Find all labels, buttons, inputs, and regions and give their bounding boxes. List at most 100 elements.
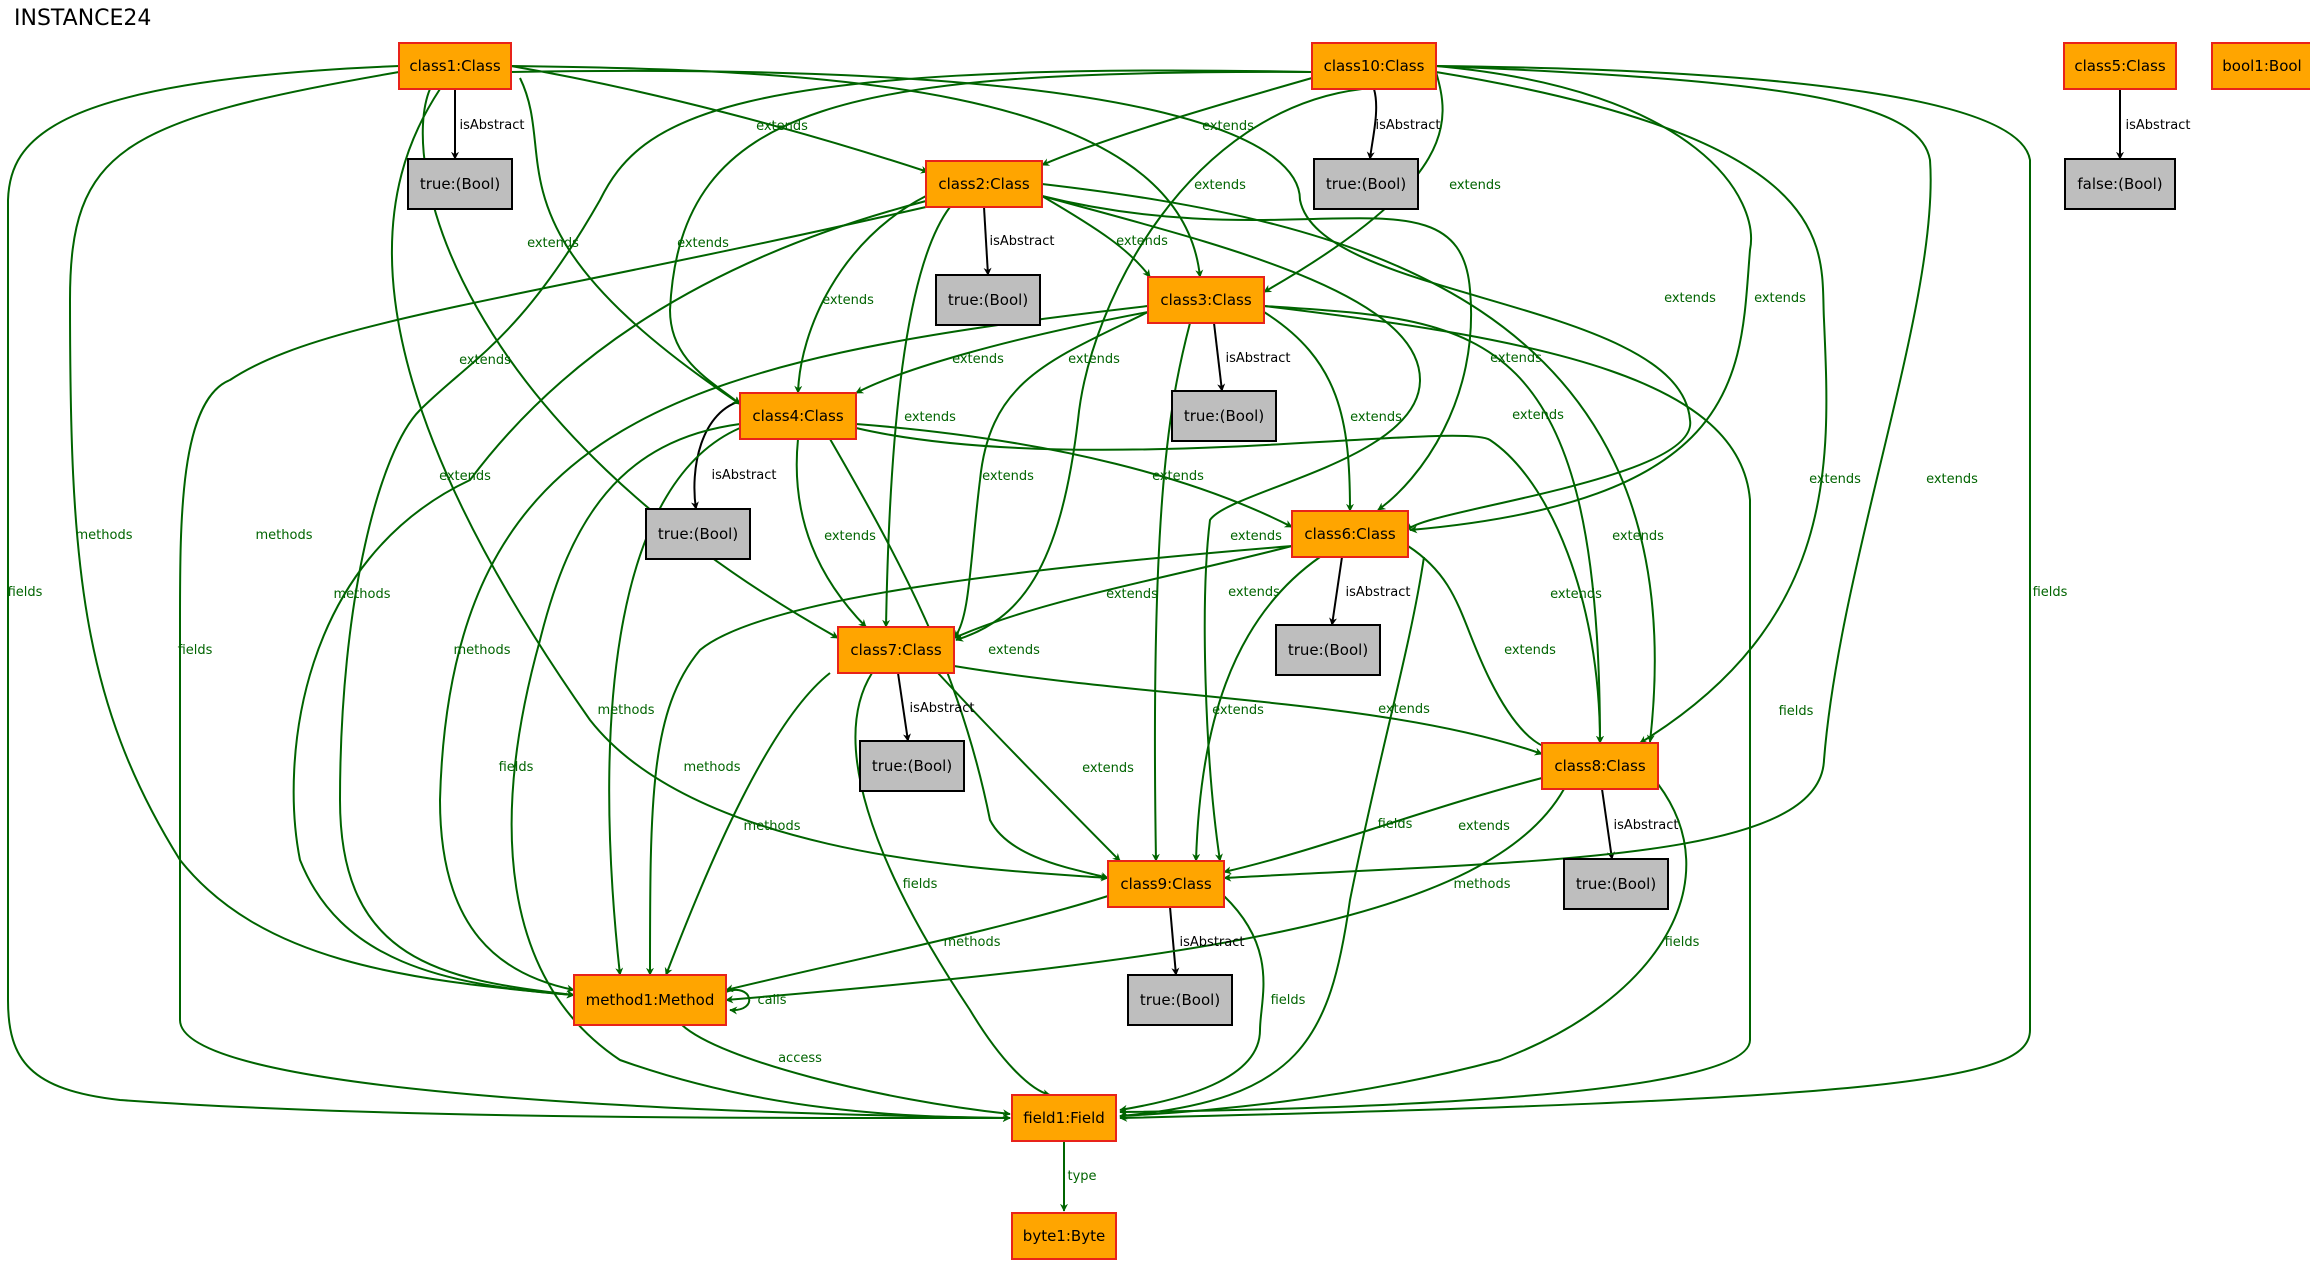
node-label-t7: true:(Bool): [872, 757, 952, 775]
edge-class7-extends-class9: [937, 672, 1121, 862]
node-t9[interactable]: true:(Bool): [1127, 974, 1233, 1026]
edge-label-extends: extends: [1449, 178, 1501, 193]
node-box-t10: [1313, 158, 1419, 210]
edge-class10-methods-method1: [338, 69, 1313, 999]
edge-label-extends: extends: [1194, 178, 1246, 193]
node-byte1[interactable]: byte1:Byte: [1011, 1212, 1117, 1260]
edge-label-isAbstract: isAbstract: [1346, 585, 1411, 600]
node-label-class4: class4:Class: [752, 407, 843, 425]
edge-class2-extends-class8: [1041, 183, 1656, 743]
node-t10[interactable]: true:(Bool): [1313, 158, 1419, 210]
node-class10[interactable]: class10:Class: [1311, 42, 1437, 90]
node-t7[interactable]: true:(Bool): [859, 740, 965, 792]
node-box-class6: [1291, 510, 1409, 558]
edge-label-extends: extends: [1754, 291, 1806, 306]
edge-class1-methods-method1: [68, 71, 575, 999]
node-box-class1: [398, 42, 512, 90]
node-label-class10: class10:Class: [1324, 57, 1425, 75]
edge-label-fields: fields: [1665, 935, 1700, 950]
edge-label-isAbstract: isAbstract: [712, 468, 777, 483]
node-box-class9: [1107, 860, 1225, 908]
node-method1[interactable]: method1:Method: [573, 974, 727, 1026]
edge-label-methods: methods: [744, 819, 801, 834]
node-label-byte1: byte1:Byte: [1023, 1227, 1105, 1245]
edge-label-extends: extends: [1228, 585, 1280, 600]
node-box-class7: [837, 626, 955, 674]
node-box-byte1: [1011, 1212, 1117, 1260]
edge-label-fields: fields: [1779, 704, 1814, 719]
node-field1[interactable]: field1:Field: [1011, 1094, 1117, 1142]
edge-label-fields: fields: [2033, 585, 2068, 600]
edge-class10-extends-class9: [1223, 65, 1932, 882]
node-label-f5: false:(Bool): [2077, 175, 2162, 193]
node-class7[interactable]: class7:Class: [837, 626, 955, 674]
node-bool1[interactable]: bool1:Bool: [2211, 42, 2310, 90]
node-t2[interactable]: true:(Bool): [935, 274, 1041, 326]
node-t8[interactable]: true:(Bool): [1563, 858, 1669, 910]
node-box-field1: [1011, 1094, 1117, 1142]
node-t1[interactable]: true:(Bool): [407, 158, 513, 210]
edge-label-extends: extends: [952, 352, 1004, 367]
edge-label-access: access: [778, 1051, 822, 1066]
edge-class6-methods-method1: [646, 545, 1293, 976]
edge-label-extends: extends: [1202, 119, 1254, 134]
edge-label-extends: extends: [1550, 587, 1602, 602]
edge-class6-fields-field1: [1119, 556, 1425, 1120]
edge-label-extends: extends: [988, 643, 1040, 658]
node-label-t4: true:(Bool): [658, 525, 738, 543]
edge-class10-extends-class4: [668, 70, 1313, 405]
node-box-class5: [2063, 42, 2177, 90]
node-class3[interactable]: class3:Class: [1147, 276, 1265, 324]
edge-label-isAbstract: isAbstract: [1180, 935, 1245, 950]
node-label-bool1: bool1:Bool: [2222, 57, 2301, 75]
edge-class3-extends-class9: [1151, 322, 1191, 862]
node-label-t8: true:(Bool): [1576, 875, 1656, 893]
edge-label-extends: extends: [1809, 472, 1861, 487]
node-box-t7: [859, 740, 965, 792]
edge-class7-extends-class8: [953, 665, 1543, 756]
node-label-class5: class5:Class: [2074, 57, 2165, 75]
node-box-class8: [1541, 742, 1659, 790]
edge-label-extends: extends: [1490, 351, 1542, 366]
edge-class3-extends-class6: [1263, 311, 1354, 512]
edge-class1-extends-class4: [519, 77, 741, 405]
node-class8[interactable]: class8:Class: [1541, 742, 1659, 790]
edge-label-extends: extends: [439, 469, 491, 484]
node-box-f5: [2064, 158, 2176, 210]
node-class5[interactable]: class5:Class: [2063, 42, 2177, 90]
node-class6[interactable]: class6:Class: [1291, 510, 1409, 558]
edge-label-extends: extends: [1664, 291, 1716, 306]
node-label-field1: field1:Field: [1023, 1109, 1105, 1127]
node-t3[interactable]: true:(Bool): [1171, 390, 1277, 442]
edge-class3-fields-field1: [1119, 305, 1751, 1116]
node-class1[interactable]: class1:Class: [398, 42, 512, 90]
edge-class10-extends-class2: [1041, 77, 1313, 166]
node-class4[interactable]: class4:Class: [739, 392, 857, 440]
edge-class2-isAbstract-t2: [983, 206, 992, 276]
edge-label-extends: extends: [1458, 819, 1510, 834]
edge-class10-extends-class3: [1263, 71, 1444, 293]
node-box-t4: [645, 508, 751, 560]
node-class9[interactable]: class9:Class: [1107, 860, 1225, 908]
diagram-title: INSTANCE24: [14, 6, 152, 31]
edge-class2-extends-class7: [882, 206, 951, 628]
edge-class1-fields-field1: [7, 65, 1011, 1123]
edge-label-extends: extends: [1926, 472, 1978, 487]
edge-class6-extends-class7: [953, 545, 1293, 639]
node-class2[interactable]: class2:Class: [925, 160, 1043, 208]
edge-class10-extends-class8: [1435, 71, 1828, 744]
edge-class2-methods-method1: [292, 200, 927, 999]
edge-class4-fields-field1: [510, 423, 1011, 1122]
edge-class7-fields-field1: [854, 672, 1051, 1098]
edge-class7-methods-method1: [664, 672, 831, 976]
node-label-class9: class9:Class: [1120, 875, 1211, 893]
node-t4[interactable]: true:(Bool): [645, 508, 751, 560]
edge-label-extends: extends: [824, 529, 876, 544]
edge-class4-methods-method1: [608, 427, 741, 976]
edge-class7-isAbstract-t7: [897, 672, 911, 742]
node-t6[interactable]: true:(Bool): [1275, 624, 1381, 676]
node-f5[interactable]: false:(Bool): [2064, 158, 2176, 210]
edge-label-extends: extends: [1116, 234, 1168, 249]
